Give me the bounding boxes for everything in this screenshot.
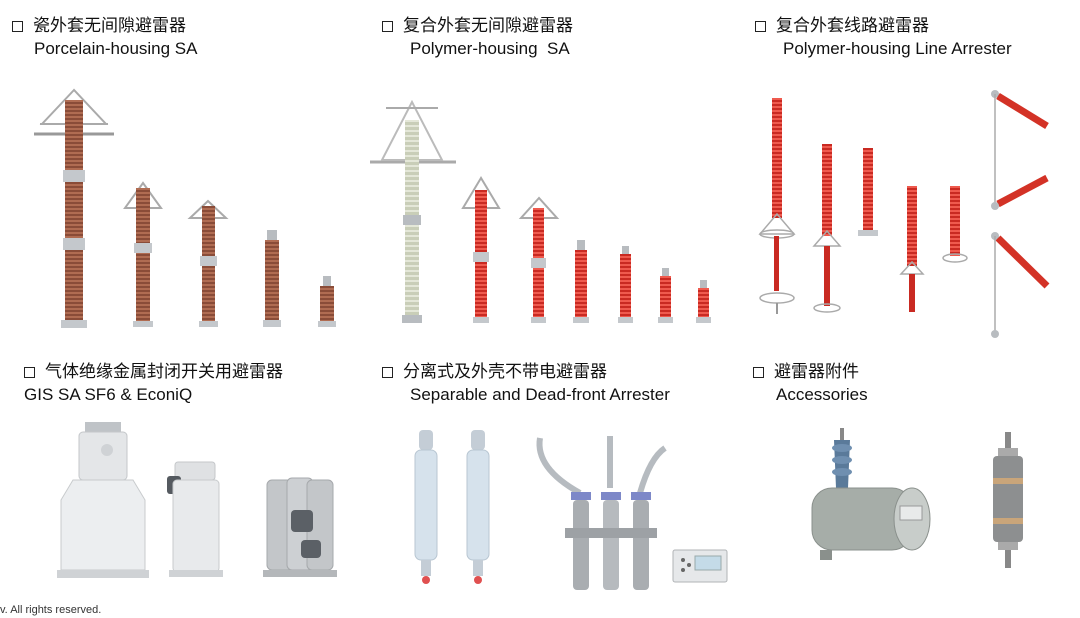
section-title-zh: 复合外套无间隙避雷器 [403,16,573,36]
porcelain-arrester-5 [318,276,336,327]
section-title-zh: 瓷外套无间隙避雷器 [33,16,186,36]
gis-arresters-image [57,422,337,578]
accessories-image [811,428,1023,568]
line-arrester-5 [942,186,968,263]
surge-counter-accessory [811,428,931,560]
separable-arrester-1 [414,430,438,584]
checkbox-icon [12,20,23,32]
section-title-zh: 气体绝缘金属封闭开关用避雷器 [45,362,283,382]
gis-arrester-triple [263,477,337,577]
line-arrester-3 [858,148,878,236]
checkbox-icon [382,20,393,32]
section-title-zh: 分离式及外壳不带电避雷器 [403,362,607,382]
line-arrester-4 [899,186,925,312]
polymer-arrester-red-3 [573,240,589,323]
line-arrester-1 [758,98,796,314]
separable-arrester-2 [466,430,490,584]
line-arrester-2 [812,144,842,313]
section-polymer-sa: 复合外套无间隙避雷器 Polymer-housing SA [382,16,573,59]
polymer-arrester-red-1 [461,176,501,323]
section-title-en: Polymer-housing SA [410,39,570,58]
section-separable-arrester: 分离式及外壳不带电避雷器 Separable and Dead-front Ar… [382,362,670,405]
monitor-device [672,549,728,583]
gis-arrester-medium [167,461,223,577]
section-title-zh: 复合外套线路避雷器 [776,16,929,36]
section-title-en: Polymer-housing Line Arrester [783,39,1012,58]
polymer-arrester-red-5 [658,268,673,323]
line-arresters-image [758,90,1050,338]
porcelain-arrester-3 [187,199,229,327]
polymer-arresters-image [370,100,711,323]
porcelain-arrester-4 [263,230,281,327]
section-title-en: Separable and Dead-front Arrester [410,385,670,404]
dead-front-arrester-assembly [536,436,667,590]
porcelain-arrester-large [34,88,114,328]
section-title-en: Porcelain-housing SA [34,39,198,58]
checkbox-icon [382,366,393,378]
polymer-arrester-red-2 [518,196,560,323]
line-arrester-diagonal-1 [991,90,1049,210]
polymer-arrester-red-6 [696,280,711,323]
porcelain-arrester-2 [123,181,163,327]
section-line-arrester: 复合外套线路避雷器 Polymer-housing Line Arrester [755,16,1012,59]
line-arrester-diagonal-2 [991,232,1050,338]
section-gis-sa: 气体绝缘金属封闭开关用避雷器 GIS SA SF6 & EconiQ [24,362,283,405]
checkbox-icon [753,366,764,378]
separable-arresters-image [414,430,728,590]
section-title-zh: 避雷器附件 [774,362,859,382]
polymer-arrester-grey [370,100,456,323]
checkbox-icon [755,20,766,32]
gis-arrester-large [57,422,149,578]
polymer-arrester-red-4 [618,246,633,323]
section-title-en: GIS SA SF6 & EconiQ [24,385,193,404]
insulating-base-accessory [993,432,1023,568]
section-porcelain-sa: 瓷外套无间隙避雷器 Porcelain-housing SA [12,16,197,59]
checkbox-icon [24,366,35,378]
porcelain-arresters-image [34,88,336,328]
section-title-en: Accessories [776,385,868,404]
section-accessories: 避雷器附件 Accessories [753,362,868,405]
footer-copyright: v. All rights reserved. [0,604,102,616]
